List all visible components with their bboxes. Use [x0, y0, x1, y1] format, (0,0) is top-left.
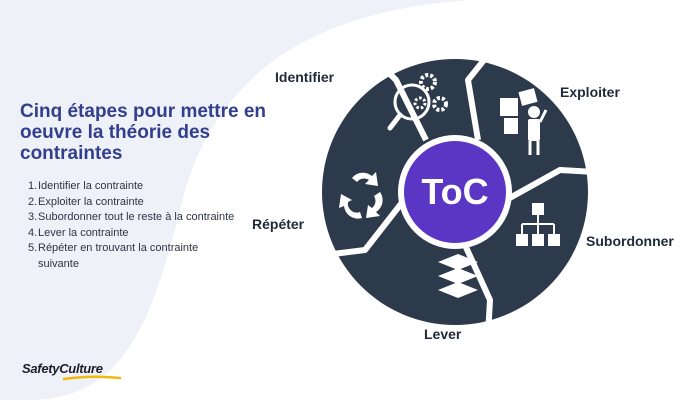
steps-list: 1.Identifier la contrainte 2.Exploiter l… — [28, 179, 238, 272]
segment-label-exploiter: Exploiter — [560, 84, 620, 100]
segment-label-lever: Lever — [424, 326, 462, 342]
hierarchy-icon — [516, 203, 560, 246]
cycle-arrows-icon — [339, 172, 383, 219]
page-title: Cinq étapes pour mettre en oeuvre la thé… — [20, 101, 266, 164]
center-label: ToC — [421, 171, 488, 212]
center-hub — [404, 141, 506, 243]
step-item: 2.Exploiter la contrainte — [28, 195, 144, 208]
gears-magnifier-icon — [387, 73, 448, 131]
step-item: 4.Lever la contrainte — [28, 226, 129, 239]
layers-icon — [438, 254, 478, 298]
segment-label-repeter: Répéter — [252, 216, 305, 232]
step-item: 5.Répéter en trouvant la contrainte suiv… — [28, 242, 199, 270]
logo-underline — [62, 375, 122, 381]
segment-label-subordonner: Subordonner — [586, 233, 674, 249]
safetyculture-logo: SafetyCulture — [22, 361, 103, 376]
person-puzzle-icon — [500, 88, 548, 155]
step-item: 3.Subordonner tout le reste à la contrai… — [28, 211, 235, 223]
step-item: 1.Identifier la contrainte — [28, 180, 144, 192]
segment-label-identifier: Identifier — [275, 69, 335, 85]
